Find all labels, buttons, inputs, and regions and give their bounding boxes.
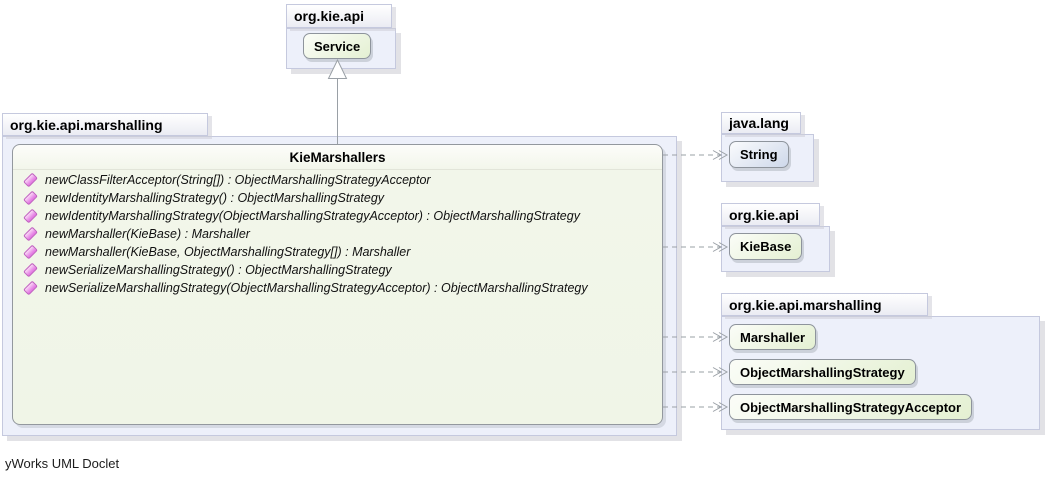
class-name: String xyxy=(740,147,778,162)
method-signature: newIdentityMarshallingStrategy() : Objec… xyxy=(45,191,385,205)
method-signature: newMarshaller(KieBase, ObjectMarshalling… xyxy=(45,245,411,259)
method-icon xyxy=(23,190,38,206)
method-signature: newClassFilterAcceptor(String[]) : Objec… xyxy=(45,173,431,187)
method-row-newmarshaller-kiebase-strategies[interactable]: newMarshaller(KieBase, ObjectMarshalling… xyxy=(13,243,662,261)
package-label: org.kie.api xyxy=(729,206,800,223)
package-tab-org-kie-api-top[interactable]: org.kie.api xyxy=(286,4,392,28)
method-signature: newIdentityMarshallingStrategy(ObjectMar… xyxy=(45,209,580,223)
class-node-service[interactable]: Service xyxy=(303,33,372,59)
method-icon xyxy=(23,262,38,278)
method-row-newmarshaller-kiebase[interactable]: newMarshaller(KieBase) : Marshaller xyxy=(13,225,662,243)
class-name: ObjectMarshallingStrategy xyxy=(740,364,905,380)
method-row-newidentitymarshallingstrategy-acceptor[interactable]: newIdentityMarshallingStrategy(ObjectMar… xyxy=(13,207,662,225)
class-node-string[interactable]: String xyxy=(729,141,789,168)
class-node-marshaller[interactable]: Marshaller xyxy=(729,324,817,350)
class-node-kiebase[interactable]: KieBase xyxy=(729,233,803,260)
package-label: java.lang xyxy=(729,115,789,131)
method-icon xyxy=(23,172,38,188)
method-row-newidentitymarshallingstrategy[interactable]: newIdentityMarshallingStrategy() : Objec… xyxy=(13,189,662,207)
method-icon xyxy=(23,208,38,224)
method-icon xyxy=(23,226,38,242)
package-label: org.kie.api.marshalling xyxy=(10,116,163,133)
method-icon xyxy=(23,244,38,260)
package-label: org.kie.api.marshalling xyxy=(729,296,882,313)
interface-node-kiemarshallers: KieMarshallers newClassFilterAcceptor(St… xyxy=(12,144,663,425)
interface-name: KieMarshallers xyxy=(289,149,386,165)
interface-title-kiemarshallers[interactable]: KieMarshallers xyxy=(13,145,662,170)
class-name: ObjectMarshallingStrategyAcceptor xyxy=(740,399,962,415)
method-row-newserializemarshallingstrategy-acceptor[interactable]: newSerializeMarshallingStrategy(ObjectMa… xyxy=(13,279,662,297)
method-signature: newMarshaller(KieBase) : Marshaller xyxy=(45,227,250,241)
package-tab-org-kie-api-right[interactable]: org.kie.api xyxy=(721,203,820,226)
method-row-newclassfilteracceptor[interactable]: newClassFilterAcceptor(String[]) : Objec… xyxy=(13,171,662,189)
package-tab-org-kie-api-marshalling-main[interactable]: org.kie.api.marshalling xyxy=(2,113,208,136)
package-tab-org-kie-api-marshalling-right[interactable]: org.kie.api.marshalling xyxy=(721,293,928,316)
realization-edge-service xyxy=(327,58,348,144)
class-name: Marshaller xyxy=(740,329,806,345)
class-name: KieBase xyxy=(740,239,792,254)
method-icon xyxy=(23,280,38,296)
class-name: Service xyxy=(314,38,361,54)
doclet-credit: yWorks UML Doclet xyxy=(5,456,120,471)
method-signature: newSerializeMarshallingStrategy(ObjectMa… xyxy=(45,281,588,295)
method-signature: newSerializeMarshallingStrategy() : Obje… xyxy=(45,263,392,277)
class-node-objectmarshallingstrategy[interactable]: ObjectMarshallingStrategy xyxy=(729,359,916,385)
package-label: org.kie.api xyxy=(294,8,365,24)
class-node-objectmarshallingstrategyacceptor[interactable]: ObjectMarshallingStrategyAcceptor xyxy=(729,394,973,420)
method-row-newserializemarshallingstrategy[interactable]: newSerializeMarshallingStrategy() : Obje… xyxy=(13,261,662,279)
method-list: newClassFilterAcceptor(String[]) : Objec… xyxy=(13,170,662,297)
package-tab-java-lang[interactable]: java.lang xyxy=(721,112,801,134)
